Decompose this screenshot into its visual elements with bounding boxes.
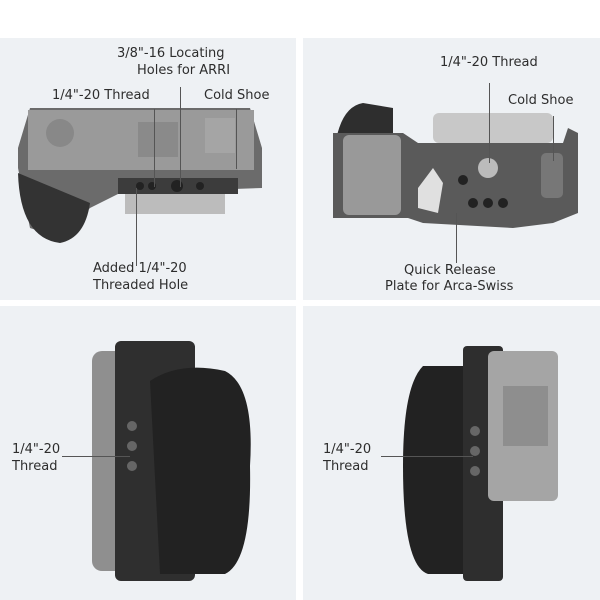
label-locating-holes: 3/8"-16 Locating xyxy=(117,46,225,61)
panel-top-view: 3/8"-16 Locating Holes for ARRI 1/4"-20 … xyxy=(0,38,296,300)
label-cold-shoe: Cold Shoe xyxy=(204,88,270,103)
camera-cage-right-image xyxy=(403,346,558,581)
panel-bottom-view: 1/4"-20 Thread Cold Shoe Quick Release P… xyxy=(303,38,600,300)
label-thread: 1/4"-20 xyxy=(323,442,372,457)
label-thread-2: Thread xyxy=(12,459,58,474)
panel-left-side: 1/4"-20 Thread xyxy=(0,306,296,600)
camera-cage-left-image xyxy=(92,341,251,581)
camera-cage-bottom-image xyxy=(333,103,578,228)
label-quick-release: Quick Release xyxy=(404,263,496,278)
label-added-hole-2: Threaded Hole xyxy=(93,278,189,293)
label-thread: 1/4"-20 Thread xyxy=(52,88,150,103)
label-locating-holes-2: Holes for ARRI xyxy=(137,63,231,78)
label-added-hole: Added 1/4"-20 xyxy=(93,261,187,276)
label-cold-shoe: Cold Shoe xyxy=(508,93,574,108)
panel-right-side: 1/4"-20 Thread xyxy=(303,306,600,600)
label-thread: 1/4"-20 Thread xyxy=(440,55,538,70)
label-thread: 1/4"-20 xyxy=(12,442,61,457)
label-thread-2: Thread xyxy=(323,459,369,474)
camera-cage-top-image xyxy=(18,108,262,243)
label-quick-release-2: Plate for Arca-Swiss xyxy=(385,279,514,294)
